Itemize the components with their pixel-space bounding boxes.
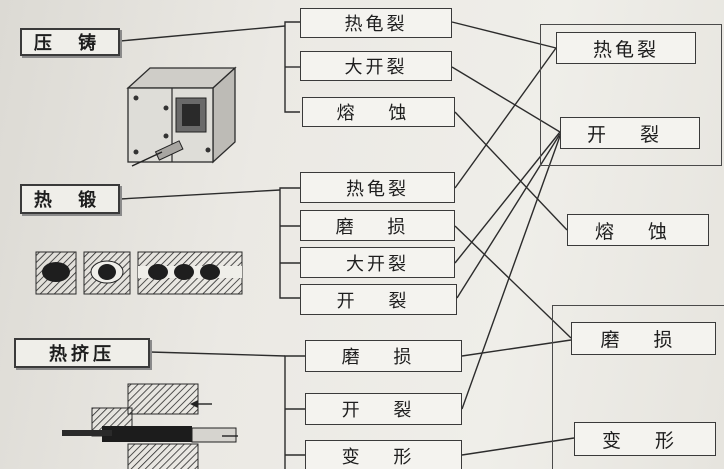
process-die-casting: 压 铸 (20, 28, 120, 56)
failure-hot-crazing: 热龟裂 (300, 8, 452, 38)
link-hot-forging (119, 189, 281, 200)
result-group-frame (552, 305, 724, 469)
process-hot-extrusion: 热挤压 (14, 338, 150, 368)
forging-dies-illustration (35, 251, 243, 295)
extrusion-press-illustration (62, 383, 238, 469)
failure-wear: 磨 损 (305, 340, 462, 372)
failure-cracking: 开 裂 (300, 284, 457, 315)
result-erosion: 熔 蚀 (567, 214, 709, 246)
bracket-hot-forging (279, 187, 300, 299)
failure-hot-crazing: 热龟裂 (300, 172, 455, 203)
bracket-hot-extrusion (284, 355, 305, 469)
failure-gross-cracking: 大开裂 (300, 51, 452, 81)
process-hot-forging: 热 锻 (20, 184, 120, 214)
failure-cracking: 开 裂 (305, 393, 462, 425)
result-cracking: 开 裂 (560, 117, 700, 149)
failure-deformation: 变 形 (305, 440, 462, 469)
link-die-casting (119, 25, 286, 42)
die-casting-mold-illustration (126, 66, 237, 167)
failure-wear: 磨 损 (300, 210, 455, 241)
failure-erosion: 熔 蚀 (302, 97, 455, 127)
result-wear: 磨 损 (571, 322, 716, 355)
link-hot-extrusion (149, 351, 286, 357)
failure-gross-cracking: 大开裂 (300, 247, 455, 278)
result-group-frame (540, 24, 722, 166)
result-hot-crazing: 热龟裂 (556, 32, 696, 64)
result-deformation: 变 形 (574, 422, 716, 456)
